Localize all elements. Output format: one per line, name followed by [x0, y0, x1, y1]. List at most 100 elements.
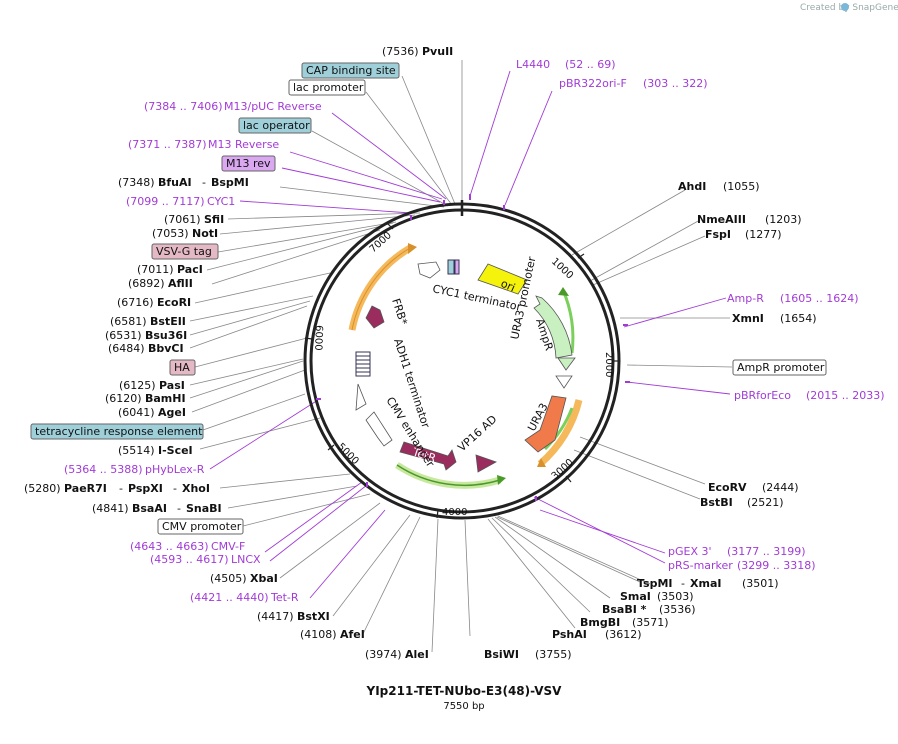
bsiwi-label[interactable]: BsiWI [484, 648, 519, 661]
phyblex-label[interactable]: pHybLex-R [145, 463, 205, 476]
separator: - [119, 482, 123, 495]
cmvf-pos: (4643 .. 4663) [130, 540, 209, 553]
xhoi-label[interactable]: XhoI [182, 482, 210, 495]
m13puc-pos: (7384 .. 7406) [144, 100, 223, 113]
xmni-label[interactable]: XmnI [732, 312, 764, 325]
ura3-promoter-label: URA3 promoter [508, 255, 538, 341]
amprprom-box [732, 359, 827, 376]
m13rev-box-label[interactable]: M13 rev [226, 157, 271, 170]
bfuai-label[interactable]: BfuAI [158, 176, 192, 189]
tetr-primer-pos: (4421 .. 4440) [190, 591, 269, 604]
paci-label[interactable]: PacI [177, 263, 203, 276]
iscei-label[interactable]: I-SceI [158, 444, 193, 457]
agei-label[interactable]: AgeI [158, 406, 186, 419]
bsabi-label[interactable]: BsaBI * [602, 603, 647, 616]
iscei-pos: (5514) [118, 444, 155, 457]
ura3-feature [524, 395, 567, 453]
xmai-label[interactable]: XmaI [690, 577, 721, 590]
afei-label[interactable]: AfeI [340, 628, 365, 641]
xbai-pos: (4505) [210, 572, 247, 585]
pbrforeco-pos: (2015 .. 2033) [806, 389, 885, 402]
tre-label[interactable]: tetracycline response element [35, 425, 203, 438]
cap-label[interactable]: CAP binding site [306, 64, 396, 77]
paer7i-pos: (5280) [24, 482, 61, 495]
bsu36i-label[interactable]: Bsu36I [145, 329, 187, 342]
tick-5000: 5000 [335, 441, 361, 467]
xmni-pos: (1654) [780, 312, 817, 325]
cyc1-label[interactable]: CYC1 [207, 195, 235, 208]
cmv-enhancer-feature [355, 383, 393, 447]
lac-operator-label[interactable]: lac operator [243, 119, 310, 132]
agei-pos: (6041) [118, 406, 155, 419]
tick-1000: 1000 [549, 256, 575, 281]
rsmarker-pos: (3299 .. 3318) [737, 559, 816, 572]
noti-label[interactable]: NotI [192, 227, 218, 240]
pshai-label[interactable]: PshAI [552, 628, 587, 641]
l4440-pos: (52 .. 69) [565, 58, 616, 71]
ecori-label[interactable]: EcoRI [157, 296, 191, 309]
phyblex-pos: (5364 .. 5388) [64, 463, 143, 476]
feature-arcs [348, 243, 583, 489]
bsteii-label[interactable]: BstEII [150, 315, 186, 328]
sfii-pos: (7061) [164, 213, 201, 226]
bfuai-pos: (7348) [118, 176, 155, 189]
fspi-label[interactable]: FspI [705, 228, 731, 241]
pvuii-label[interactable]: PvuII [422, 45, 453, 58]
lncx-label[interactable]: LNCX [231, 553, 261, 566]
ampr-primer-label[interactable]: Amp-R [727, 292, 764, 305]
bspmi-label[interactable]: BspMI [211, 176, 249, 189]
paer7i-label[interactable]: PaeR7I [64, 482, 107, 495]
lac-promoter-label[interactable]: lac promoter [293, 81, 364, 94]
cyc1-pos: (7099 .. 7117) [126, 195, 205, 208]
ahdi-pos: (1055) [723, 180, 760, 193]
cmvf-label[interactable]: CMV-F [211, 540, 245, 553]
bmgbi-label[interactable]: BmgBI [580, 616, 620, 629]
tick-3000: 3000 [550, 457, 576, 482]
m13rev-box [221, 155, 276, 172]
pvuii-pos: (7536) [382, 45, 419, 58]
pasi-label[interactable]: PasI [159, 379, 185, 392]
ha-label[interactable]: HA [174, 361, 190, 374]
pbr322-pos: (303 .. 322) [643, 77, 708, 90]
smai-label[interactable]: SmaI [620, 590, 651, 603]
pbr322-label[interactable]: pBR322ori-F [559, 77, 627, 90]
snabi-label[interactable]: SnaBI [186, 502, 222, 515]
bsaai-pos: (4841) [92, 502, 129, 515]
m13puc-label[interactable]: M13/pUC Reverse [224, 100, 322, 113]
cmv-promoter-label[interactable]: CMV promoter [162, 520, 242, 533]
frb-label: FRB* [389, 297, 410, 327]
credit-text: Created by SnapGene [800, 3, 898, 13]
pgex3-label[interactable]: pGEX 3' [668, 545, 712, 558]
paci-pos: (7011) [137, 263, 174, 276]
m13rev-label[interactable]: M13 Reverse [208, 138, 279, 151]
tick-2000: 2000 [603, 352, 614, 377]
bbvci-label[interactable]: BbvCI [148, 342, 184, 355]
aflii-label[interactable]: AflII [168, 277, 193, 290]
rsmarker-label[interactable]: pRS-marker [668, 559, 733, 572]
xbai-label[interactable]: XbaI [250, 572, 278, 585]
sfii-label[interactable]: SfiI [204, 213, 224, 226]
bstxi-label[interactable]: BstXI [297, 610, 330, 623]
tspmi-label[interactable]: TspMI [637, 577, 673, 590]
ecorv-label[interactable]: EcoRV [708, 481, 747, 494]
separator: - [177, 502, 181, 515]
bsaai-label[interactable]: BsaAI [132, 502, 167, 515]
vp16-label: VP16 AD [455, 413, 499, 455]
bamhi-label[interactable]: BamHI [145, 392, 186, 405]
l4440-label[interactable]: L4440 [516, 58, 550, 71]
vsvg-label[interactable]: VSV-G tag [156, 245, 212, 258]
ahdi-label[interactable]: AhdI [678, 180, 706, 193]
tetr-primer-label[interactable]: Tet-R [270, 591, 299, 604]
pbrforeco-label[interactable]: pBRforEco [734, 389, 791, 402]
aflii-pos: (6892) [128, 277, 165, 290]
pspxi-label[interactable]: PspXI [128, 482, 163, 495]
vsvg-box [151, 243, 219, 260]
nmeaiii-pos: (1203) [765, 213, 802, 226]
nmeaiii-label[interactable]: NmeAIII [697, 213, 746, 226]
bstbi-label[interactable]: BstBI [700, 496, 733, 509]
amprprom-label[interactable]: AmpR promoter [737, 361, 825, 374]
alei-label[interactable]: AleI [405, 648, 429, 661]
pgex3-pos: (3177 .. 3199) [727, 545, 806, 558]
